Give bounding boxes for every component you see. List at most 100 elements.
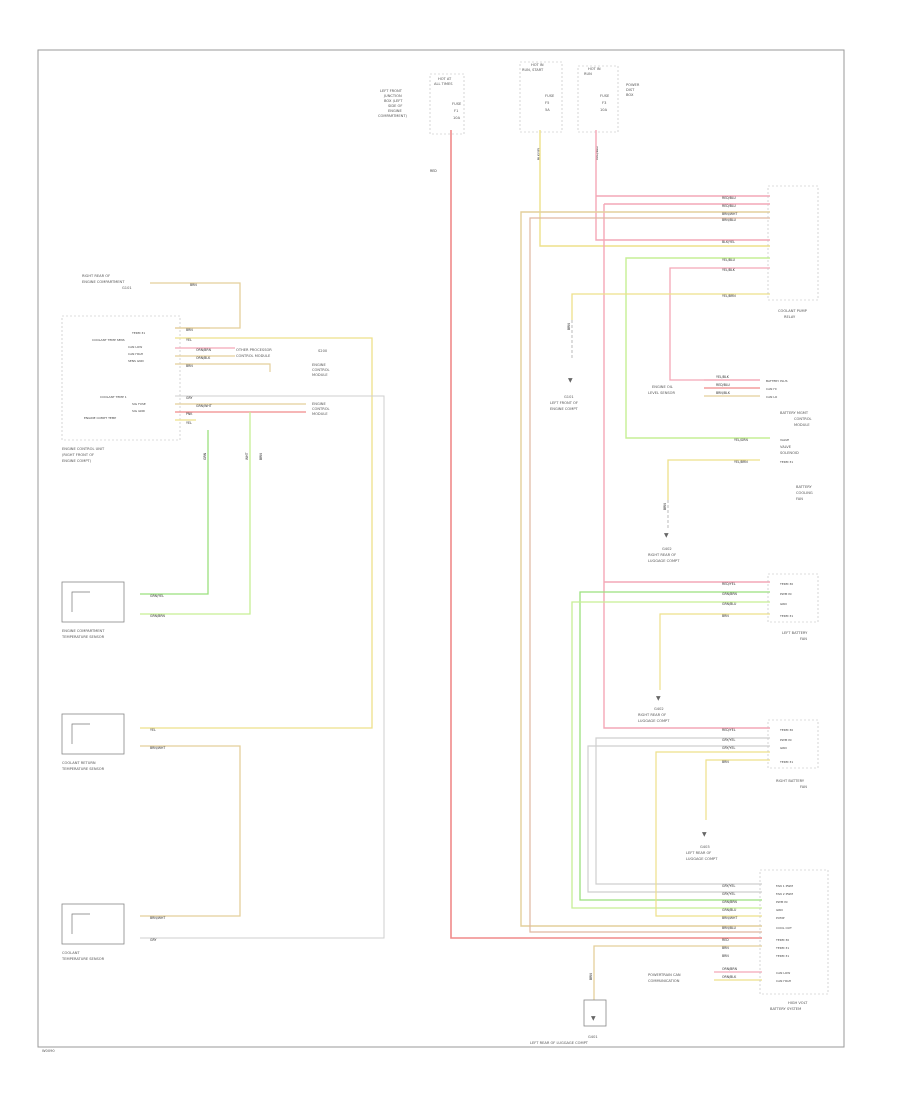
pcm-wire-label-1: YEL [186, 338, 192, 342]
right-fan-pin-0: TERM 30 [779, 728, 793, 732]
pcm-pin-3: CAN HIGH [128, 352, 143, 356]
oil-side-0: ENGINE OIL [652, 385, 673, 389]
pcm-pin-5: COOLANT TEMP 1 [100, 395, 127, 399]
right-fan-pin-1: PWM IN [780, 738, 791, 742]
pcm-pin-0: TERM 31 [131, 331, 145, 335]
ground-bottom-wire: BRN [589, 973, 593, 980]
pcm-wire-label-8: YEL [186, 421, 192, 425]
right-fan-label-1: FAN [800, 785, 807, 789]
fuse-right-text-1: RUN [584, 72, 592, 76]
fuse-left-text-3: F1 [454, 109, 458, 113]
wire-grn-brn-vertical [140, 412, 251, 615]
right-fan-pin-2: GRN [780, 746, 787, 750]
wire-blk-yel-main [539, 130, 770, 247]
bottom-side-pin-0: CAN LOW [776, 971, 790, 975]
pcm-pin-6: SIG FUSE [132, 402, 146, 406]
bottom-pin-0: FAN 1 PWM [776, 884, 793, 888]
vertical-wire-label-1: WHT [245, 452, 249, 460]
module-notes-0: OTHER PROCESSOR [236, 348, 272, 352]
relay-wire-label-0: RED/BLU [722, 196, 737, 200]
fuse-right-desc-2: BOX [626, 93, 634, 97]
wire-brn-right-fan [705, 759, 770, 820]
ground-terminal-bottom [583, 999, 607, 1027]
oil-side-1: LEVEL SENSOR [648, 391, 675, 395]
valve-pin: VALVE [780, 438, 789, 442]
fuse-right-box [577, 65, 619, 133]
pcm-wire-label-5: GRY [186, 396, 192, 400]
wire-red-main [450, 130, 762, 939]
g403-label-1: LUGGAGE COMPT [686, 857, 718, 861]
pcm-pin-1: COOLANT TEMP SENS [92, 338, 125, 342]
bottom-pin-1: FAN 2 PWM [776, 892, 793, 896]
bottom-pins: FAN 1 PWM FAN 2 PWM PWM IN GRN PUMP COOL… [775, 884, 793, 958]
ground-bottom-label: LEFT REAR OF LUGGAGE COMPT [530, 1041, 589, 1045]
sensor-0-wire-1: GRN/YEL [150, 594, 164, 598]
ground-mid-label-0: LEFT FRONT OF [550, 401, 578, 405]
sensor-0-label-0: ENGINE COMPARTMENT [62, 629, 105, 633]
valve-label-0: VALVE [780, 445, 792, 449]
right-fan-label-0: RIGHT BATTERY [776, 779, 805, 783]
bottom-module-1: BATTERY SYSTEM [770, 1007, 801, 1011]
battery-fan-pin: TERM 31 [779, 460, 793, 464]
fuse-mid-text-2: FUSE [545, 94, 555, 98]
oil-wire-label-2: BRN/BLK [716, 391, 731, 395]
bottom-wire-7: BRN [722, 946, 729, 950]
relay-wire-label-7: YEL/BRN [722, 294, 736, 298]
wire-gry-yel-right-fan-2 [587, 745, 770, 893]
relay-wire-label-2: BRN/WHT [722, 212, 737, 216]
fuse-left-desc-5: COMPARTMENT) [378, 114, 408, 118]
relay-wire-label-5: YEL/BLU [722, 258, 736, 262]
wire-left-ground [150, 282, 241, 329]
fuse-mid-text-4: 5A [545, 108, 550, 112]
right-fan-wire-labels: RED/YEL GRY/YEL GRY/YEL BRN TERM 30 PWM … [722, 728, 793, 764]
left-fan-wire-0: RED/YEL [722, 582, 736, 586]
right-fan-wire-0: RED/YEL [722, 728, 736, 732]
bottom-side-pin-1: CAN HIGH [776, 979, 791, 983]
right-fan-box [767, 719, 819, 769]
oil-pin-1: CAN HI [766, 387, 777, 391]
sensor-0-label-1: TEMPERATURE SENSOR [61, 635, 105, 639]
bottom-wire-5: BRN/BLU [722, 926, 737, 930]
left-fan-pin-3: TERM 31 [779, 614, 793, 618]
fuse-mid-box [519, 61, 563, 133]
fuse-left: HOT AT ALL TIMES FUSE F1 10A LEFT FRONT … [378, 73, 465, 173]
bottom-side-1: COMMUNICATION [648, 979, 680, 983]
bottom-wire-1: GRY/YEL [722, 892, 735, 896]
fuse-left-desc-4: ENGINE [388, 109, 402, 113]
bottom-pin-6: TERM 30 [775, 938, 789, 942]
wire-brn-bottom-ground [593, 945, 762, 1000]
vertical-wire-label-2: BRN [259, 453, 263, 460]
pcm-wire-label-2: ORN/BRN [196, 348, 212, 352]
pcm-wire-4 [175, 363, 271, 372]
bottom-wire-labels: GRY/YEL GRY/YEL GRN/BRN GRN/BLU BRN/WHT … [722, 884, 738, 958]
ground-symbol-g403: ▼ [702, 831, 707, 838]
oil-pin-2: CAN LO [766, 395, 778, 399]
sensor-coolant-return: YEL BRN/WHT COOLANT RETURN TEMPERATURE S… [61, 713, 165, 771]
module-label-2b: MODULE [312, 412, 328, 416]
fuse-left-desc-2: BOX (LEFT [384, 99, 403, 103]
bottom-wire-6: RED [722, 938, 729, 942]
left-fan-box [767, 573, 819, 623]
pcm-wire-1 [140, 337, 373, 729]
pcm-wire-label-3: ORN/BLK [196, 356, 211, 360]
sensor-2-wire-2: GRY [150, 938, 156, 942]
relay-wire-label-6: YEL/BLK [722, 268, 736, 272]
fuse-left-desc-1: JUNCTION [383, 94, 402, 98]
pcm-pin-8: ENGINE COMPT TEMP [84, 416, 116, 420]
thermistor-icon [71, 723, 90, 744]
wire-grn-vertical [140, 430, 209, 595]
relay-label-1: RELAY [784, 315, 796, 319]
wire-yel-blu [625, 257, 770, 439]
battery-fan-label-1: COOLING [796, 491, 813, 495]
battery-fan-label-2: FAN [796, 497, 803, 501]
fuse-right: HOT IN RUN FUSE F3 10A POWER DIST BOX [577, 65, 640, 133]
sensor-1-label-0: COOLANT RETURN [62, 761, 96, 765]
fuse-mid-text-3: F5 [545, 101, 549, 105]
relay-wire-label-4: BLK/YEL [722, 240, 735, 244]
bottom-wire-4: BRN/WHT [722, 916, 737, 920]
pcm-box [61, 315, 181, 441]
bottom-pin-8: TERM 31 [775, 954, 789, 958]
relay-label-0: COOLANT PUMP [778, 309, 808, 313]
wire-brn-blu-main [529, 217, 770, 933]
